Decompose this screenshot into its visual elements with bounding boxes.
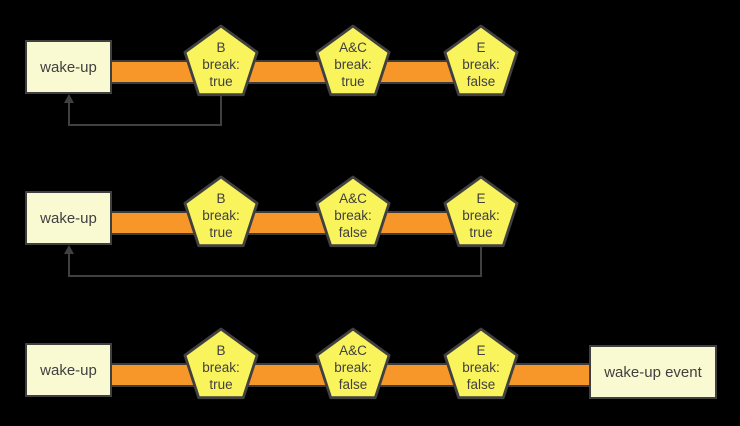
pentagon-label: B break: true [183, 190, 259, 241]
node-break-value: true [209, 74, 233, 89]
wake-up-box: wake-up [25, 191, 112, 245]
node-break-value: false [338, 377, 368, 392]
pentagon-shape [315, 175, 391, 248]
arrowhead-up-icon [64, 94, 74, 103]
node-break-label: break: [462, 57, 500, 72]
node-name: A&C [339, 191, 367, 206]
node-break-label: break: [462, 360, 500, 375]
node-break-value: false [466, 74, 496, 89]
pentagon-shape [315, 327, 391, 400]
pentagon-shape [183, 175, 259, 248]
node-name: A&C [339, 343, 367, 358]
feedback-line-up [68, 254, 70, 277]
pentagon-label: B break: true [183, 39, 259, 90]
pentagon-node-b: B break: true [183, 327, 259, 401]
node-name: A&C [339, 40, 367, 55]
node-name: B [216, 191, 226, 206]
pentagon-shape [183, 327, 259, 400]
pentagon-node-e: E break: false [443, 24, 519, 98]
pentagon-label: B break: true [183, 342, 259, 393]
pentagon-node-e: E break: false [443, 327, 519, 401]
node-name: B [216, 343, 226, 358]
node-break-label: break: [334, 208, 372, 223]
arrowhead-up-icon [64, 245, 74, 254]
wake-up-event-label: wake-up event [604, 363, 702, 381]
node-break-value: true [209, 377, 233, 392]
node-name: E [476, 40, 486, 55]
pentagon-shape [443, 327, 519, 400]
node-break-label: break: [202, 57, 240, 72]
node-break-label: break: [334, 360, 372, 375]
pentagon-node-e: E break: true [443, 175, 519, 249]
pentagon-node-ac: A&C break: true [315, 24, 391, 98]
pentagon-shape [183, 24, 259, 97]
wake-up-label: wake-up [40, 361, 97, 379]
pentagon-shape [315, 24, 391, 97]
feedback-line-down [220, 96, 222, 126]
node-break-value: true [341, 74, 365, 89]
node-break-label: break: [202, 208, 240, 223]
wake-up-label: wake-up [40, 58, 97, 76]
node-name: E [476, 343, 486, 358]
node-break-value: false [338, 225, 368, 240]
feedback-line-down [480, 247, 482, 277]
node-name: B [216, 40, 226, 55]
wake-up-box: wake-up [25, 40, 112, 94]
node-break-label: break: [334, 57, 372, 72]
pentagon-label: A&C break: false [315, 342, 391, 393]
wake-up-event-box: wake-up event [589, 345, 717, 399]
pentagon-node-b: B break: true [183, 24, 259, 98]
feedback-line-across [68, 275, 482, 277]
node-name: E [476, 191, 486, 206]
feedback-line-up [68, 103, 70, 126]
node-break-value: false [466, 377, 496, 392]
pentagon-shape [443, 175, 519, 248]
node-break-value: true [209, 225, 233, 240]
pentagon-node-ac: A&C break: false [315, 175, 391, 249]
signal-bar [110, 211, 482, 235]
signal-bar [110, 60, 482, 84]
pentagon-label: A&C break: true [315, 39, 391, 90]
wake-up-label: wake-up [40, 209, 97, 227]
pentagon-shape [443, 24, 519, 97]
node-break-label: break: [462, 208, 500, 223]
pentagon-label: E break: false [443, 39, 519, 90]
pentagon-label: A&C break: false [315, 190, 391, 241]
pentagon-label: E break: true [443, 190, 519, 241]
wake-up-box: wake-up [25, 343, 112, 397]
node-break-value: true [469, 225, 493, 240]
pentagon-node-b: B break: true [183, 175, 259, 249]
node-break-label: break: [202, 360, 240, 375]
pentagon-node-ac: A&C break: false [315, 327, 391, 401]
feedback-line-across [68, 124, 222, 126]
pentagon-label: E break: false [443, 342, 519, 393]
